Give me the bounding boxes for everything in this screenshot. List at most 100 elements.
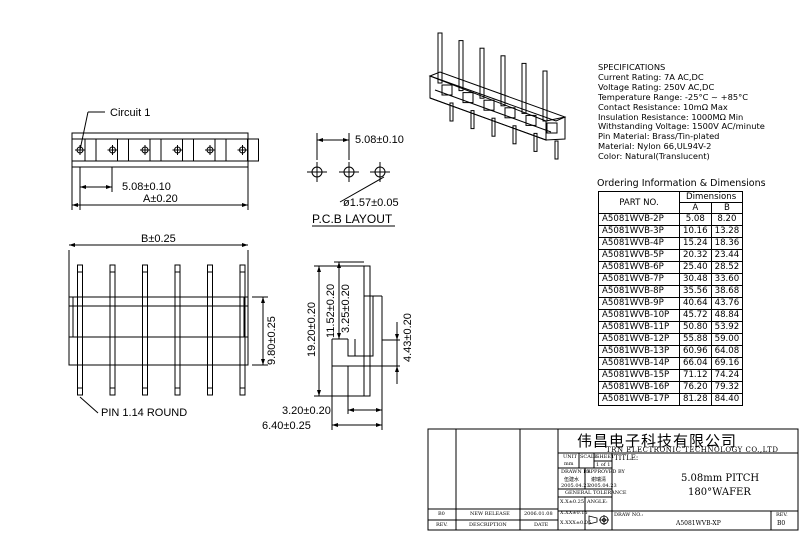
sheet-label: SHEET bbox=[596, 454, 615, 460]
top-view bbox=[71, 111, 259, 210]
dim-b-cell: 59.00 bbox=[710, 333, 744, 346]
dim-b-cell: 28.52 bbox=[710, 261, 744, 274]
drawn-by-name: 伍建水 bbox=[564, 477, 580, 483]
title-line-2: 180°WAFER bbox=[688, 487, 751, 498]
spec-withstanding-voltage: Withstanding Voltage: 1500V AC/minute bbox=[598, 121, 765, 132]
spec-insulation-resistance: Insulation Resistance: 1000MΩ Min bbox=[598, 111, 744, 122]
spec-contact-resistance: Contact Resistance: 10mΩ Max bbox=[598, 101, 728, 112]
company-name-en: TRN ELECTRONIC TECHNOLOGY CO.,LTD bbox=[606, 446, 779, 454]
iso-pin-bottom bbox=[554, 140, 559, 160]
header-description: DESCRIPTION bbox=[469, 522, 507, 528]
part-number-cell: A5081WVB-2P bbox=[598, 213, 680, 226]
iso-slot bbox=[441, 84, 453, 96]
iso-pin-top bbox=[521, 62, 527, 114]
dim-b-cell: 48.84 bbox=[710, 309, 744, 322]
dim-640-label: 6.40±0.25 bbox=[262, 420, 311, 432]
title-block-frame bbox=[427, 428, 799, 531]
dim-b-cell: 23.44 bbox=[710, 249, 744, 262]
dim-a-cell: 35.56 bbox=[679, 285, 712, 298]
dim-a-cell: 45.72 bbox=[679, 309, 712, 322]
pin bbox=[239, 264, 246, 396]
dim-a-cell: 76.20 bbox=[679, 381, 712, 394]
dim-b-cell: 64.08 bbox=[710, 345, 744, 358]
circuit-label: Circuit 1 bbox=[110, 107, 150, 119]
dim-980-label: 9.80±0.25 bbox=[266, 316, 278, 365]
dim-443-label: 4.43±0.20 bbox=[402, 313, 414, 362]
title-line-1: 5.08mm PITCH bbox=[681, 473, 760, 484]
title-label: TITLE: bbox=[614, 454, 639, 462]
pitch-dim-label: 5.08±0.10 bbox=[122, 181, 171, 193]
part-number-cell: A5081WVB-16P bbox=[598, 381, 680, 394]
dim-a-cell: 60.96 bbox=[679, 345, 712, 358]
front-view bbox=[68, 243, 268, 414]
dim-a-cell: 25.40 bbox=[679, 261, 712, 274]
rev-value: B0 bbox=[777, 520, 786, 527]
pcb-pitch-label: 5.08±0.10 bbox=[355, 134, 404, 146]
part-number-cell: A5081WVB-17P bbox=[598, 393, 680, 406]
slot-outline bbox=[214, 138, 227, 162]
dim-a-cell: 40.64 bbox=[679, 297, 712, 310]
isometric-view bbox=[428, 32, 567, 160]
approved-date: 2005.04.23 bbox=[588, 483, 617, 489]
scale-label: SCALE bbox=[580, 454, 598, 460]
dim-a-cell: 71.12 bbox=[679, 369, 712, 382]
part-number-cell: A5081WVB-8P bbox=[598, 285, 680, 298]
part-number-cell: A5081WVB-9P bbox=[598, 297, 680, 310]
dim-b-cell: 53.92 bbox=[710, 321, 744, 334]
iso-slot bbox=[525, 114, 537, 126]
part-number-cell: A5081WVB-11P bbox=[598, 321, 680, 334]
dim-b-cell: 74.24 bbox=[710, 369, 744, 382]
part-number-cell: A5081WVB-5P bbox=[598, 249, 680, 262]
slot-outline bbox=[247, 138, 259, 162]
spec-current-rating: Current Rating: 7A AC,DC bbox=[598, 71, 704, 82]
unit-value: mm bbox=[564, 461, 574, 467]
spec-voltage-rating: Voltage Rating: 250V AC,DC bbox=[598, 81, 715, 92]
iso-pin-top bbox=[500, 55, 506, 107]
dim-325-label: 3.25±0.20 bbox=[340, 284, 352, 333]
approved-by-label: APPROVED BY bbox=[587, 469, 625, 475]
col-part-header: PART NO. bbox=[598, 191, 680, 214]
dim-a-cell: 20.32 bbox=[679, 249, 712, 262]
approved-by-name: 谢瑞清 bbox=[591, 477, 607, 483]
part-number-cell: A5081WVB-13P bbox=[598, 345, 680, 358]
iso-pin-top bbox=[542, 70, 548, 122]
dim-a-cell: 10.16 bbox=[679, 225, 712, 238]
iso-pin-top bbox=[458, 40, 464, 92]
part-number-cell: A5081WVB-12P bbox=[598, 333, 680, 346]
part-number-cell: A5081WVB-10P bbox=[598, 309, 680, 322]
slot-outline bbox=[117, 138, 129, 162]
spec-temperature-range: Temperature Range: -25°C ~ +85°C bbox=[598, 91, 749, 102]
col-a-header: A bbox=[679, 202, 712, 214]
slot-outline bbox=[84, 138, 97, 162]
iso-pin-top bbox=[437, 32, 443, 84]
b-dim-label: B±0.25 bbox=[141, 233, 176, 245]
col-dims-header: Dimensions bbox=[678, 191, 744, 203]
dim-320-label: 3.20±0.20 bbox=[282, 405, 331, 417]
dim-a-cell: 50.80 bbox=[679, 321, 712, 334]
spec-pin-material: Pin Material: Brass/Tin-plated bbox=[598, 131, 720, 142]
header-rev: REV. bbox=[436, 522, 448, 528]
dim-b-cell: 13.28 bbox=[710, 225, 744, 238]
dim-a-cell: 81.28 bbox=[679, 393, 712, 406]
rev-label: REV. bbox=[776, 512, 788, 518]
pin bbox=[207, 264, 213, 396]
drawing-no-label: DRAW NO.: bbox=[614, 512, 644, 518]
iso-pin-bottom bbox=[533, 132, 538, 152]
a-dim-label: A±0.20 bbox=[143, 193, 178, 205]
header-date: DATE bbox=[534, 522, 549, 528]
dim-b-cell: 84.40 bbox=[710, 393, 744, 406]
specifications-block: SPECIFICATIONS Current Rating: 7A AC,DC … bbox=[598, 62, 765, 162]
